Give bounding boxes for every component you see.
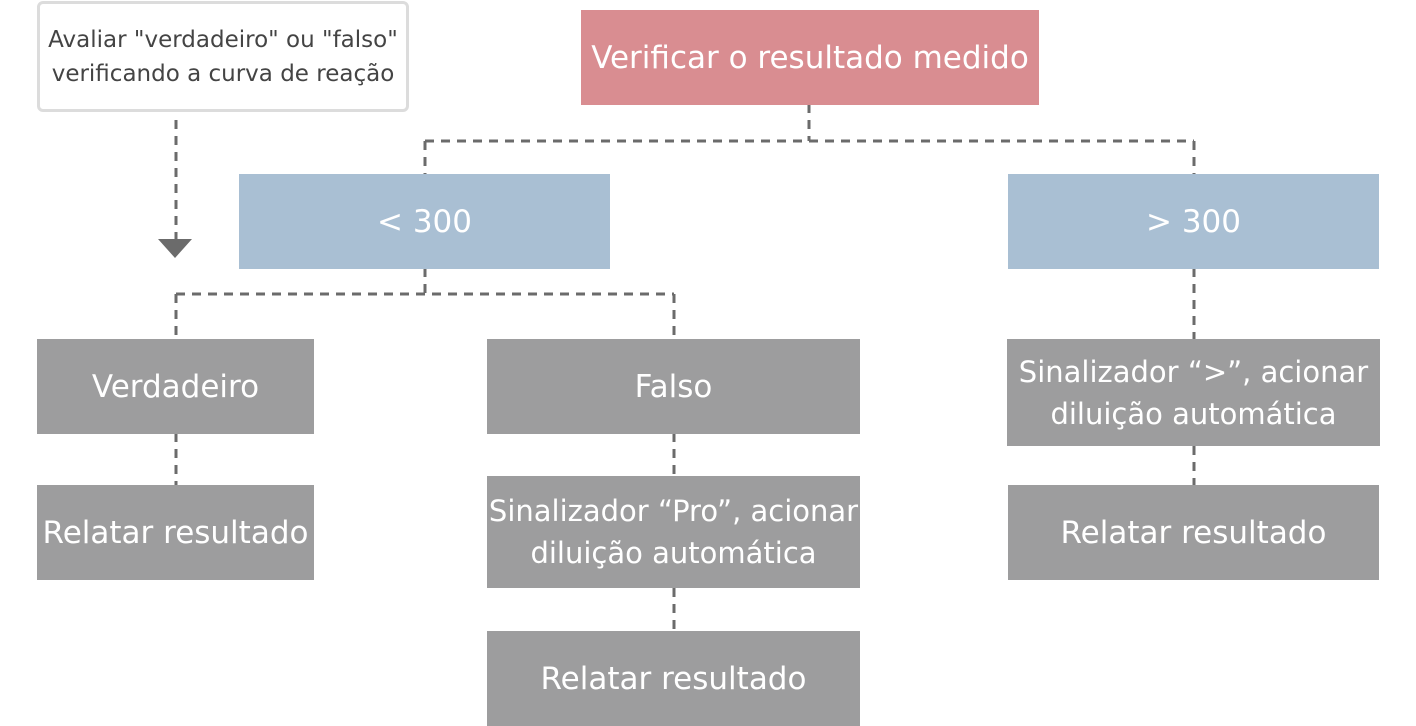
note-line-2: verificando a curva de reação <box>51 60 395 87</box>
pro-flag-node: Sinalizador “Pro”, acionar diluição auto… <box>487 476 860 588</box>
report-false-node: Relatar resultado <box>487 631 860 726</box>
true-node: Verdadeiro <box>37 339 314 434</box>
greater-than-label: > 300 <box>1146 203 1241 240</box>
report-false-label: Relatar resultado <box>540 660 807 697</box>
gt-flag-node: Sinalizador “>”, acionar diluição automá… <box>1007 339 1380 446</box>
less-than-label: < 300 <box>377 203 472 240</box>
false-label: Falso <box>634 368 713 405</box>
note-box: Avaliar "verdadeiro" ou "falso" verifica… <box>37 1 409 112</box>
report-gt-node: Relatar resultado <box>1008 485 1379 580</box>
note-line-1: Avaliar "verdadeiro" ou "falso" <box>48 26 398 53</box>
report-true-node: Relatar resultado <box>37 485 314 580</box>
connector-lt-split <box>174 268 676 339</box>
down-arrow-icon <box>158 239 192 258</box>
report-gt-label: Relatar resultado <box>1060 514 1327 551</box>
true-label: Verdadeiro <box>91 368 260 405</box>
root-node: Verificar o resultado medido <box>581 10 1039 105</box>
connector-root-split <box>423 104 1196 174</box>
gt-flag-line-1: Sinalizador “>”, acionar <box>1018 354 1369 389</box>
report-true-label: Relatar resultado <box>42 514 309 551</box>
false-node: Falso <box>487 339 860 434</box>
pro-flag-line-2: diluição automática <box>530 536 817 570</box>
root-node-label: Verificar o resultado medido <box>591 39 1029 76</box>
gt-flag-line-2: diluição automática <box>1050 396 1337 431</box>
pro-flag-line-1: Sinalizador “Pro”, acionar <box>488 494 859 528</box>
less-than-node: < 300 <box>239 174 610 269</box>
greater-than-node: > 300 <box>1008 174 1379 269</box>
